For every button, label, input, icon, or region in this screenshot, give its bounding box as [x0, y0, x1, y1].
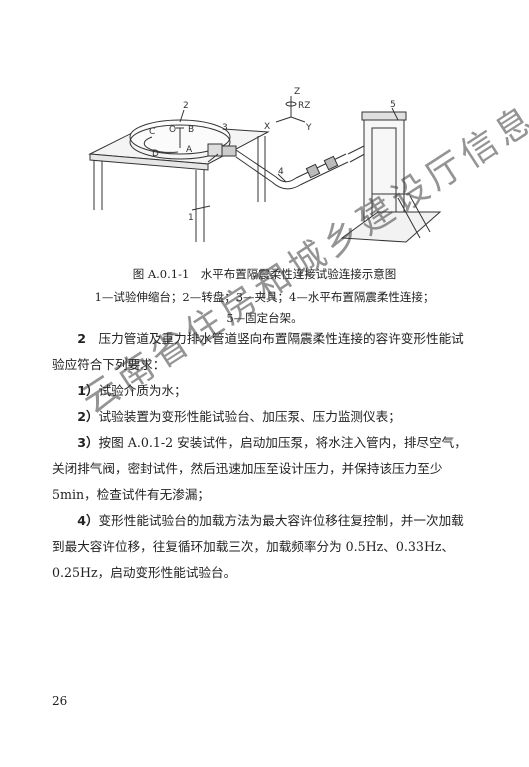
list-item: 1）试验介质为水；	[77, 383, 187, 398]
axis-rz-label: RZ	[298, 101, 310, 111]
callout-1: 1	[188, 213, 194, 223]
turntable-letter-c: C	[149, 127, 155, 137]
test-setup-diagram: Z RZ X Y 1 2 3 4 5 C O B D A	[88, 87, 442, 243]
callout-3: 3	[222, 123, 228, 133]
callout-5: 5	[390, 100, 396, 110]
callout-2: 2	[183, 101, 189, 111]
axis-x-label: X	[264, 122, 270, 132]
item-text: 压力管道及重力排水管道竖向布置隔震柔性连接的容许变形性能试验应符合下列要求：	[52, 331, 464, 372]
item-2-paragraph: 2 压力管道及重力排水管道竖向布置隔震柔性连接的容许变形性能试验应符合下列要求：	[52, 326, 476, 378]
figure-legend-line-2: 5—固定台架。	[226, 311, 303, 325]
axis-z-label: Z	[294, 87, 300, 97]
section-body: 2 压力管道及重力排水管道竖向布置隔震柔性连接的容许变形性能试验应符合下列要求：…	[52, 326, 476, 586]
turntable-letter-d: D	[152, 149, 159, 159]
callout-4: 4	[278, 167, 284, 177]
page-number: 26	[52, 694, 68, 708]
list-item: 2）试验装置为变形性能试验台、加压泵、压力监测仪表；	[77, 409, 401, 424]
axis-y-label: Y	[305, 123, 312, 133]
turntable-letter-o: O	[169, 125, 176, 135]
turntable-letter-a: A	[186, 145, 193, 155]
list-item: 3）按图 A.0.1-2 安装试件，启动加压泵，将水注入管内，排尽空气，关闭排气…	[52, 435, 467, 502]
figure-legend-line-1: 1—试验伸缩台；2—转盘；3—夹具；4—水平布置隔震柔性连接；	[94, 290, 435, 304]
item-number: 2	[77, 331, 86, 346]
figure-caption: 图 A.0.1-1 水平布置隔震柔性连接试验连接示意图	[132, 267, 397, 281]
list-item: 4）变形性能试验台的加载方法为最大容许位移往复控制，并一次加载到最大容许位移，往…	[52, 513, 464, 580]
turntable-letter-b: B	[188, 125, 194, 135]
